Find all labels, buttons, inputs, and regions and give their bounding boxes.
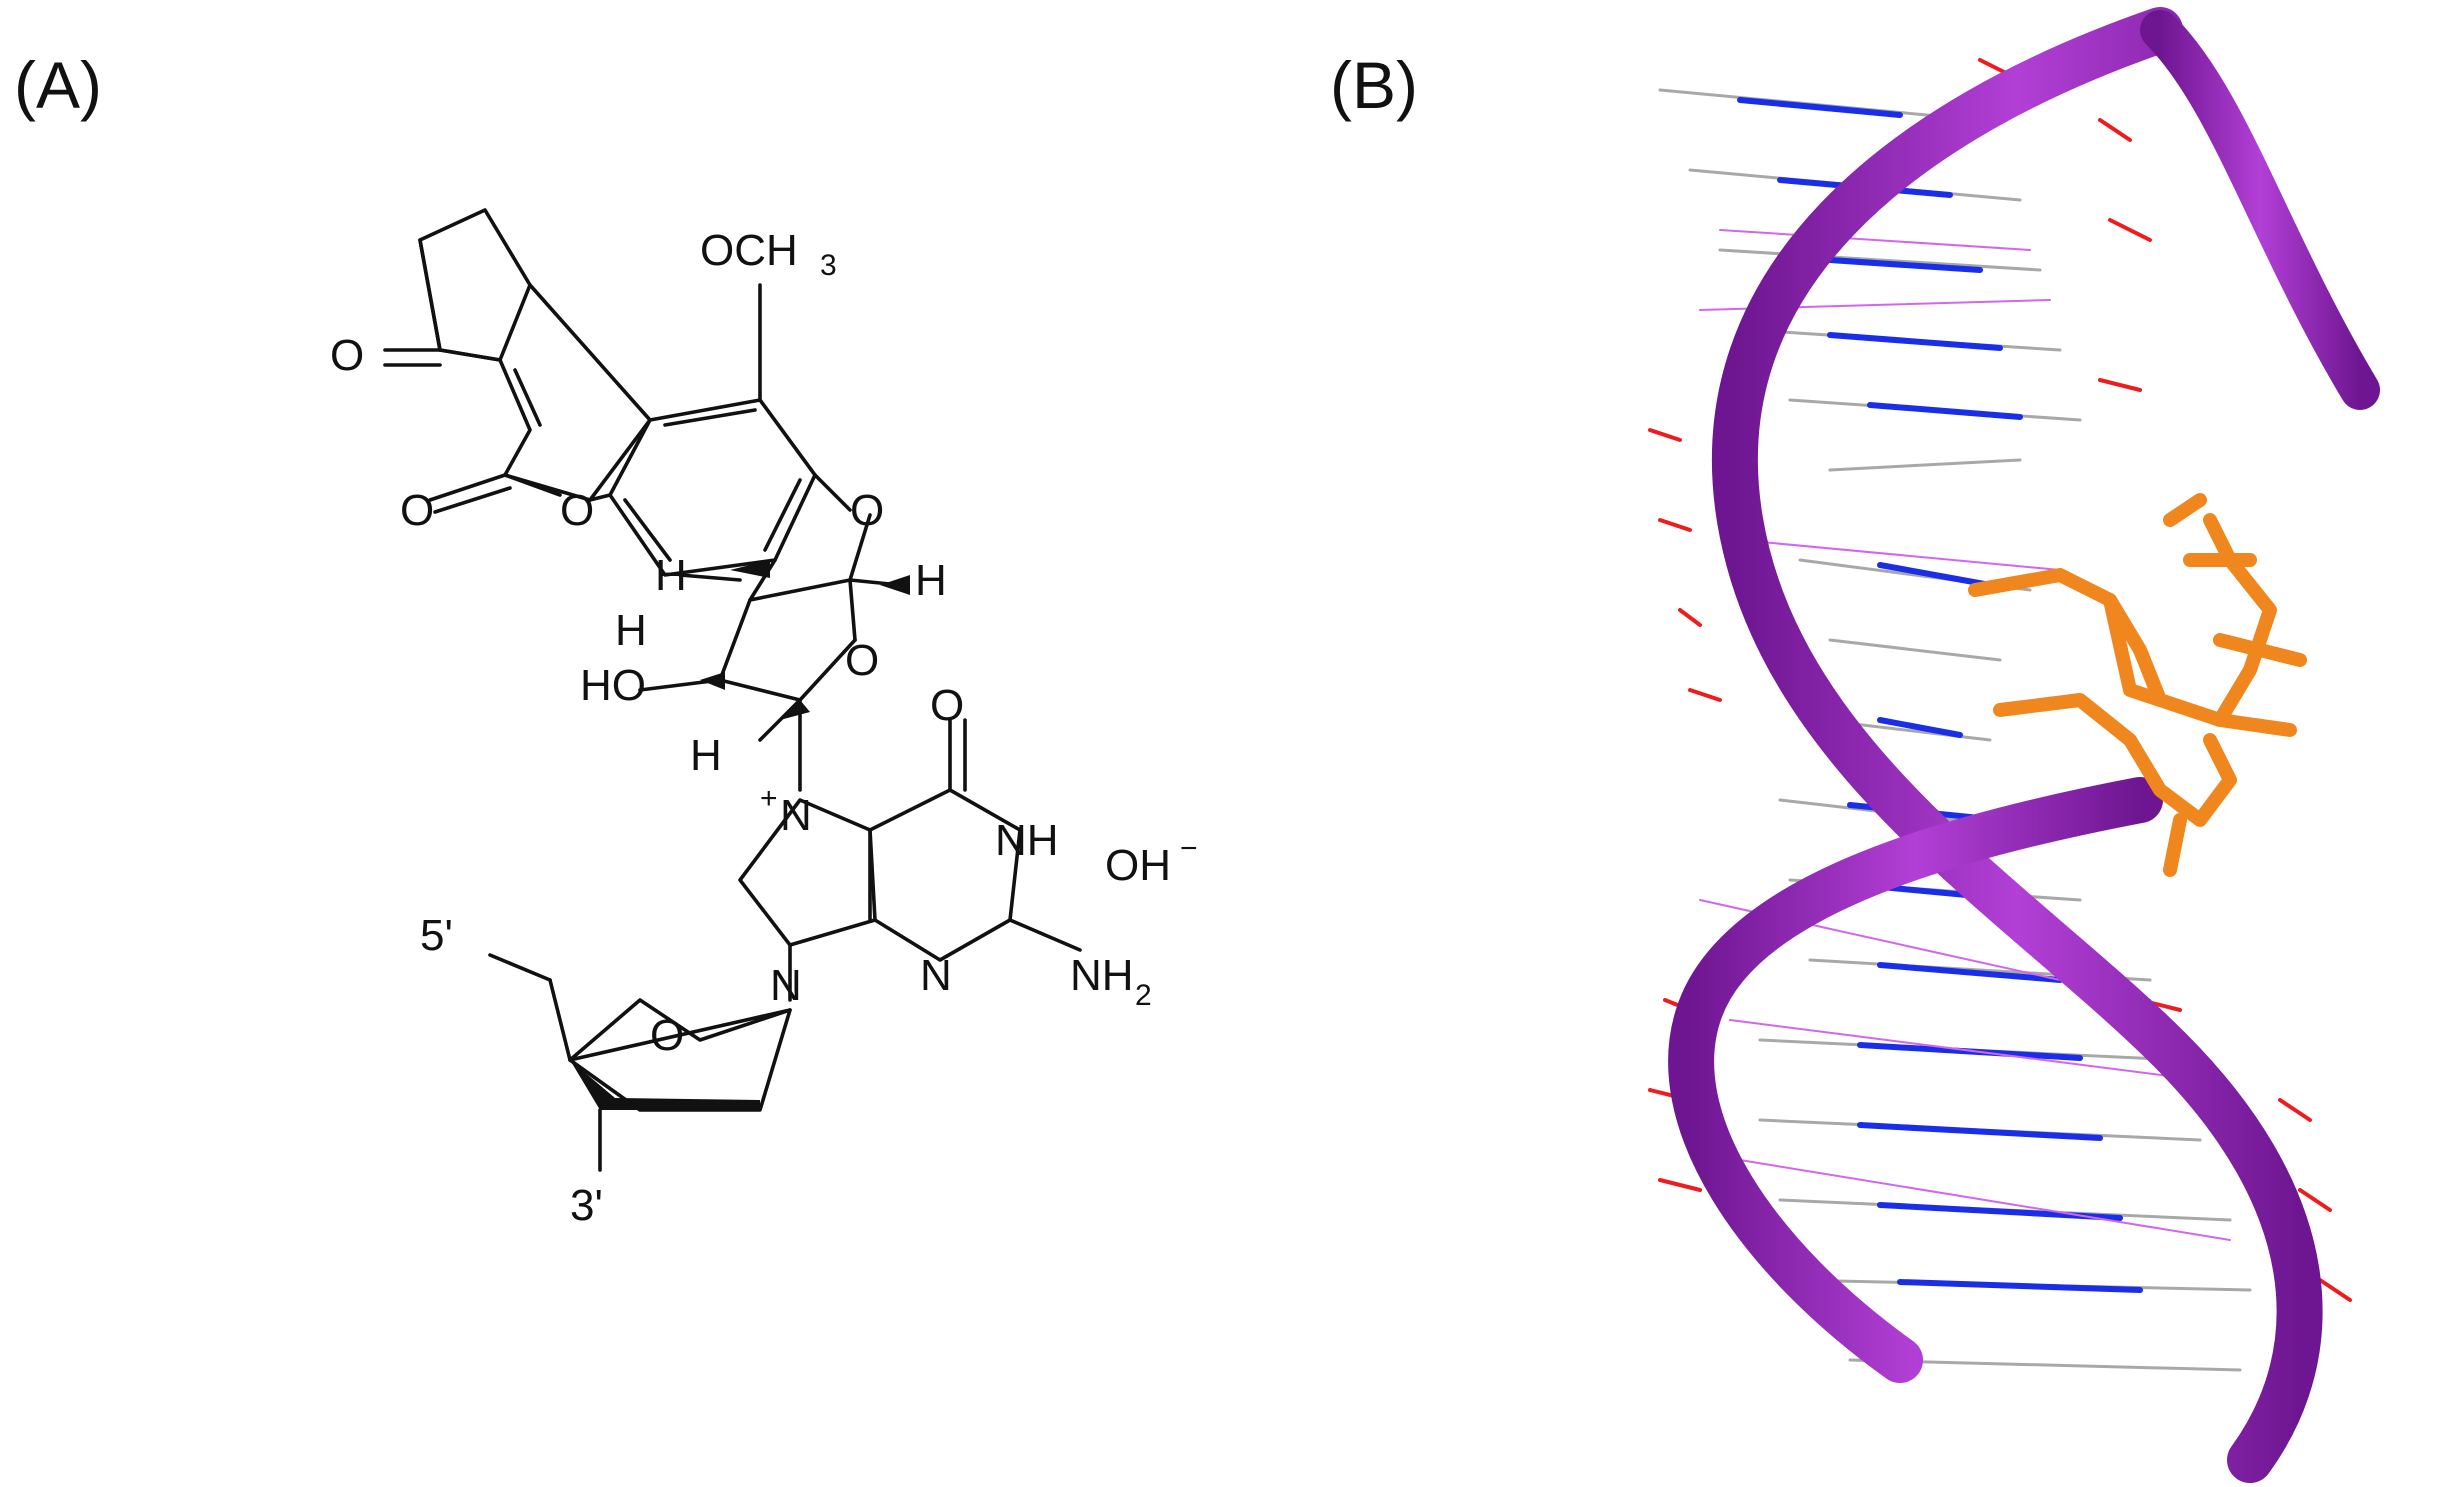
n3-label: N (920, 951, 952, 1000)
furan-oxygen-1: O (850, 486, 884, 535)
sugar-oxygen: O (650, 1011, 684, 1060)
structure-wedges (570, 560, 910, 1110)
ketone-oxygen: O (330, 331, 364, 380)
methoxy-subscript: 3 (820, 249, 837, 282)
hydrogen-label-4: H (690, 731, 722, 780)
furan-oxygen-2: O (845, 636, 879, 685)
aflatoxin-guanine-adduct-structure: OCH 3 O O O O O H H H H HO N + O NH OH −… (330, 208, 1198, 1230)
panel-label-a: (A) (14, 48, 102, 122)
structure-bonds (383, 208, 1082, 1172)
ring-oxygen: O (560, 486, 594, 535)
hydrogen-label-3: H (615, 606, 647, 655)
hydroxide-charge: − (1180, 832, 1198, 865)
lactone-oxygen: O (400, 486, 434, 535)
n7-label: N (780, 791, 812, 840)
backbone-strand-2 (2140, 10, 2380, 410)
n7-charge: + (760, 782, 778, 815)
backbone-strand-3 (1668, 777, 2163, 1383)
nh-label: NH (995, 816, 1059, 865)
methoxy-label: OCH (700, 226, 798, 275)
hydrogen-label-2: H (915, 556, 947, 605)
panel-label-b: (B) (1330, 48, 1418, 122)
amino-subscript: 2 (1135, 979, 1152, 1012)
hydroxide-label: OH (1105, 841, 1171, 890)
hydrogen-label-1: H (655, 551, 687, 600)
hydroxyl-label: HO (580, 661, 646, 710)
five-prime-label: 5' (420, 911, 453, 960)
aflatoxin-ligand (1968, 493, 2307, 877)
structure-labels: OCH 3 O O O O O H H H H HO N + O NH OH −… (330, 226, 1198, 1230)
guanine-oxygen: O (930, 681, 964, 730)
dna-backbone-strands (1668, 7, 2380, 1483)
amino-label: NH (1070, 951, 1134, 1000)
backbone-strand-1 (1712, 7, 2323, 1483)
three-prime-label: 3' (570, 1181, 603, 1230)
n9-label: N (770, 961, 802, 1010)
